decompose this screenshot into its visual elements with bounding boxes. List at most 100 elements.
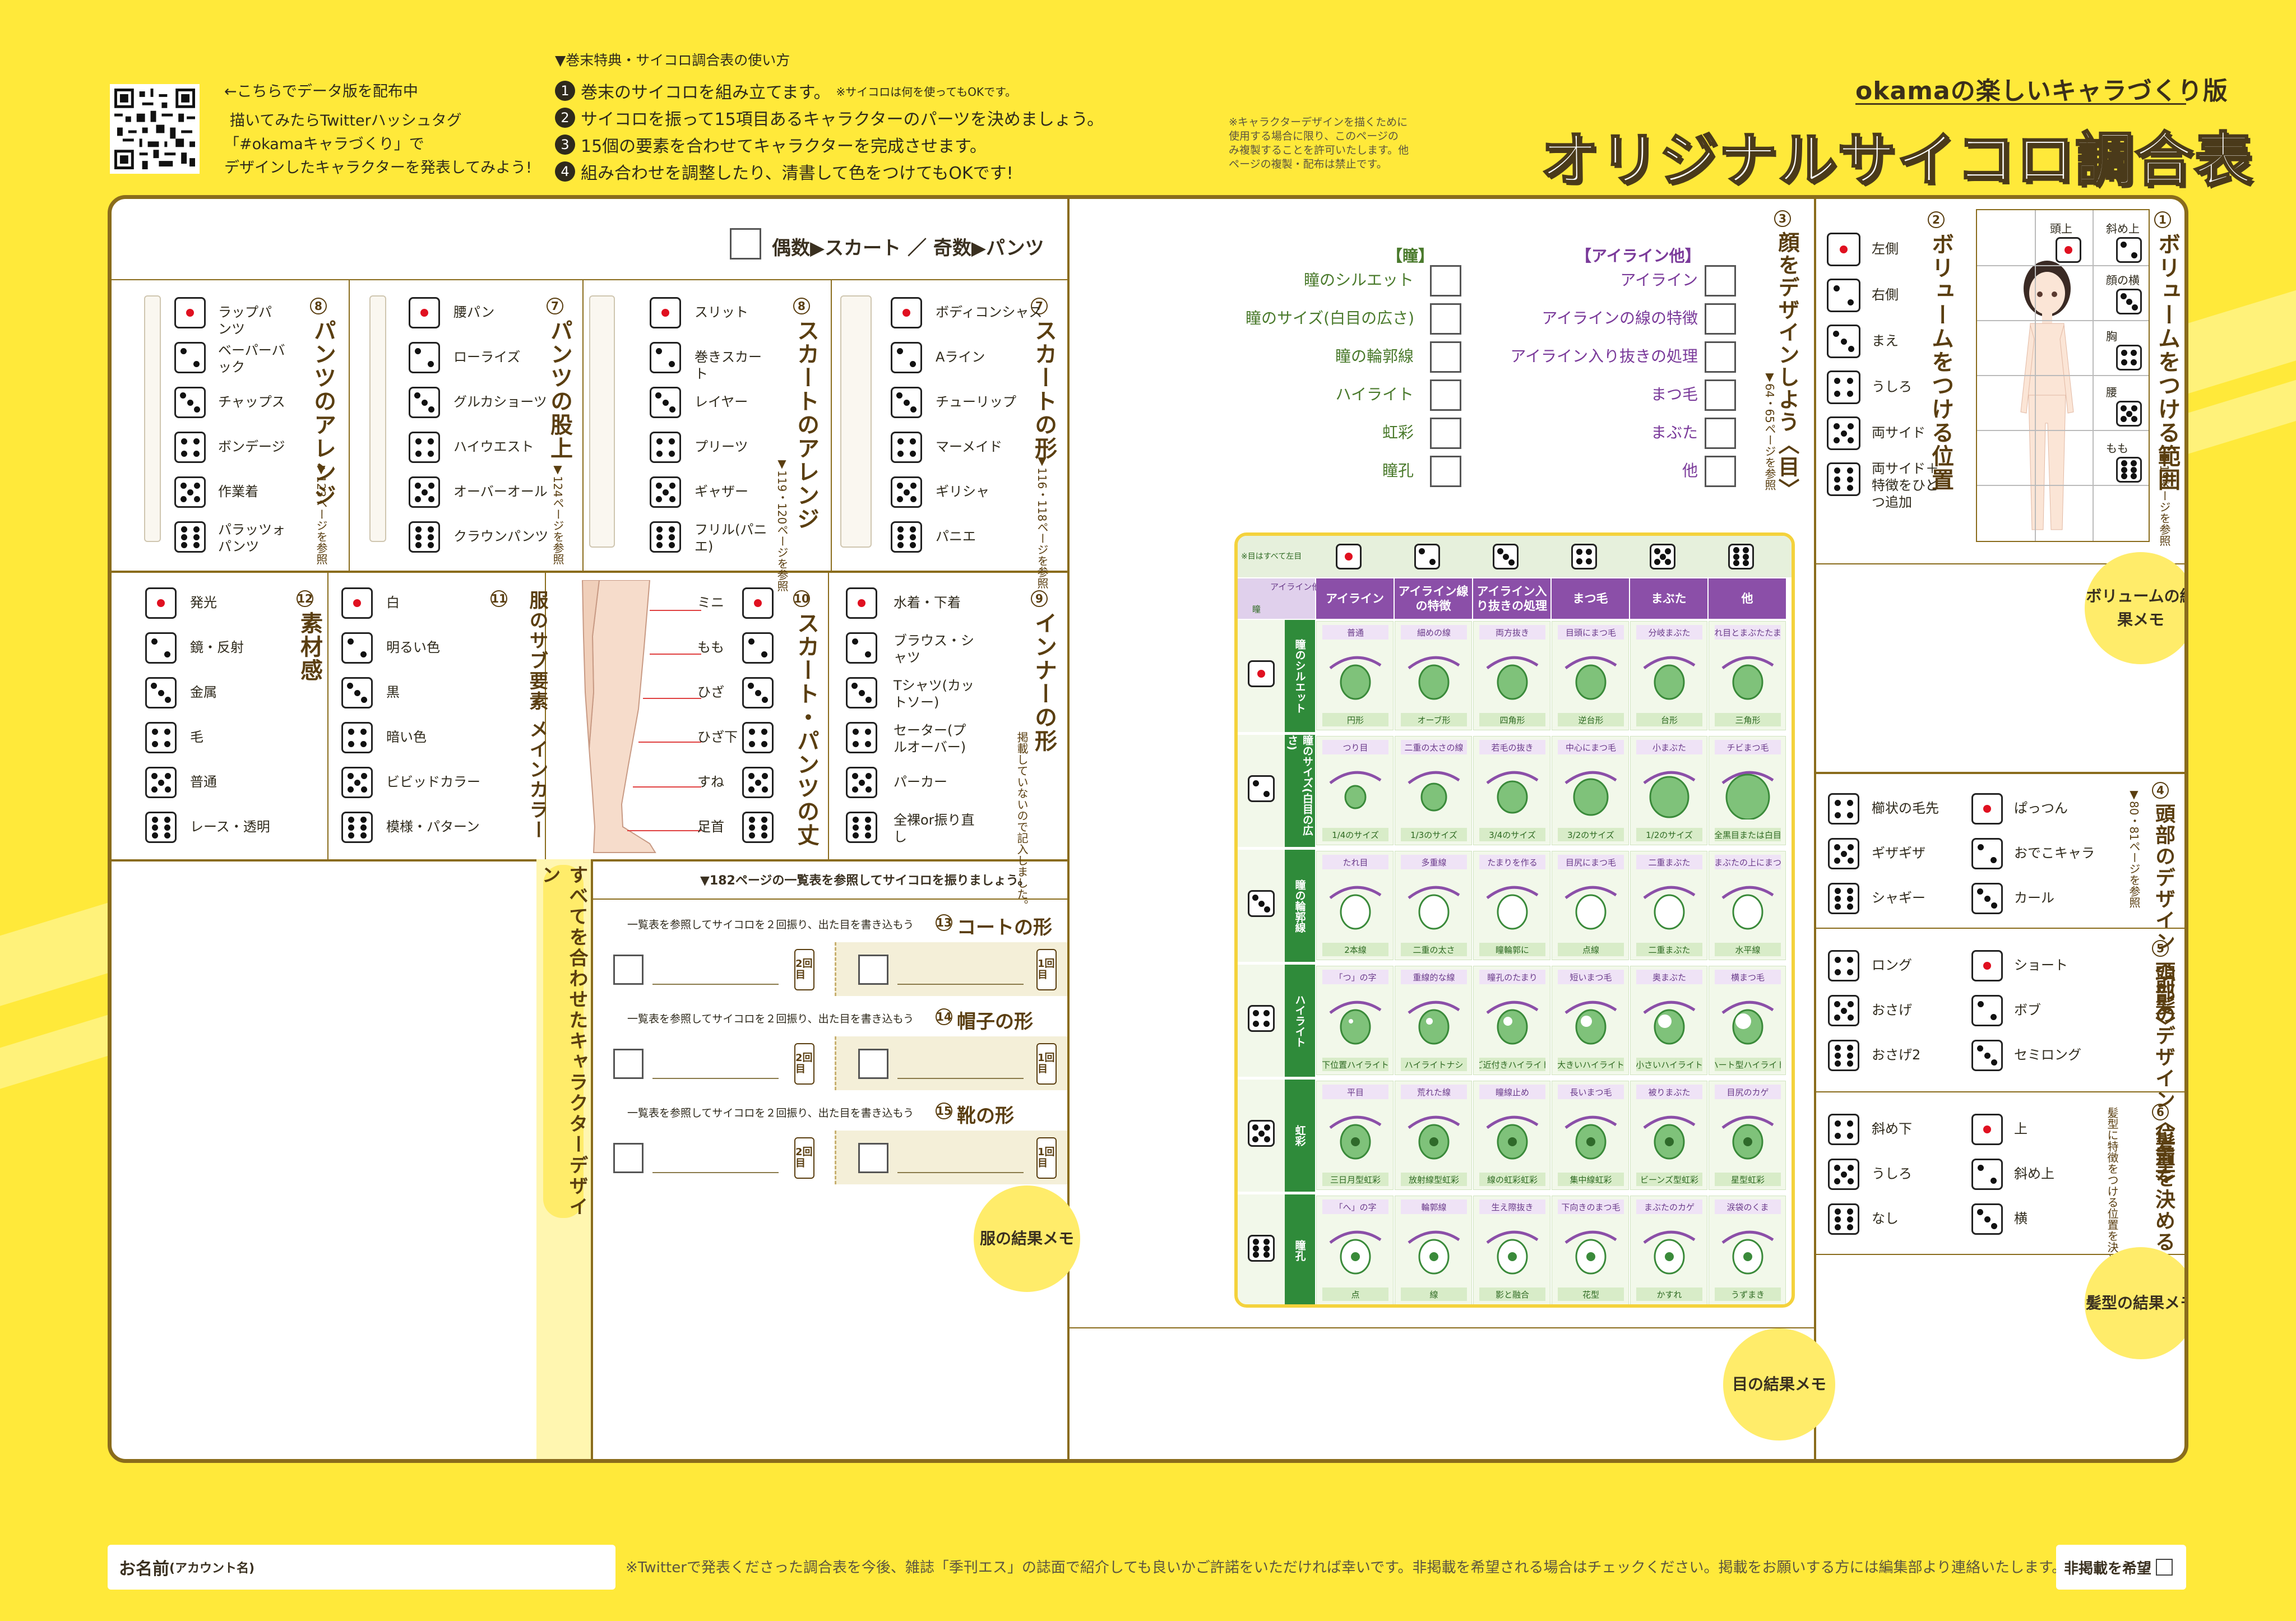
even-odd-label: 偶数▶スカート ／ 奇数▶パンツ xyxy=(772,237,1044,260)
option-label: 発光 xyxy=(190,595,217,610)
die-1-icon xyxy=(846,587,877,619)
option-label: 作業着 xyxy=(218,484,258,499)
brand-subtitle: okamaの楽しいキャラづくり版 xyxy=(1855,77,2228,105)
eye-variant-cell: 多重線二重の太さ xyxy=(1395,851,1472,960)
eye-checkbox[interactable] xyxy=(1705,456,1736,487)
roll-2-badge: 2回目 xyxy=(794,1043,814,1085)
eye-sample-icon xyxy=(1564,1115,1617,1160)
eye-checkbox[interactable] xyxy=(1430,379,1461,411)
roll-checkbox[interactable] xyxy=(613,955,644,985)
die-3-icon xyxy=(1971,1203,2003,1235)
pupil-variant: ご近付きハイライト xyxy=(1479,1058,1545,1071)
eye-checkbox[interactable] xyxy=(1705,265,1736,297)
option-label: 横 xyxy=(2014,1211,2027,1226)
die-5-icon xyxy=(341,767,373,798)
name-field[interactable]: お名前(アカウント名) xyxy=(108,1545,615,1590)
option-label: ギザギザ xyxy=(1872,845,1925,861)
row-header: ハイライト xyxy=(1285,965,1315,1077)
corner-label: アイライン他 xyxy=(1270,582,1321,592)
die-5-icon xyxy=(650,476,681,508)
length-marker xyxy=(638,742,701,743)
die-4-icon xyxy=(145,722,177,753)
die-3-icon xyxy=(1971,883,2003,914)
roll-checkbox[interactable] xyxy=(858,1049,888,1079)
roll-write-line[interactable] xyxy=(652,1078,779,1079)
pupil-variant: 影と融合 xyxy=(1479,1287,1545,1301)
die-3-icon xyxy=(1493,544,1519,569)
option-label: ハイウエスト xyxy=(453,439,534,455)
divider xyxy=(1814,772,2184,774)
eyeline-variant: 二重の太さの線 xyxy=(1401,740,1467,754)
eye-variant-cell: 瞳孔のたまりご近付きハイライト xyxy=(1473,966,1550,1075)
divider xyxy=(582,279,584,571)
option-label: 水着・下着 xyxy=(894,595,961,610)
opt-out-checkbox[interactable]: 非掲載を希望 xyxy=(2056,1545,2186,1590)
option-label: 足首 xyxy=(697,819,724,835)
section-number: 13 xyxy=(936,914,952,931)
option-label: おでこキャラ xyxy=(2014,845,2095,861)
roll-write-line[interactable] xyxy=(897,1172,1024,1173)
checkbox-square[interactable] xyxy=(2156,1559,2173,1576)
eye-checkbox[interactable] xyxy=(1430,265,1461,297)
pupil-variant: 三日月型虹彩 xyxy=(1322,1173,1388,1186)
option-label: まぶた xyxy=(1650,423,1698,442)
eye-variant-cell: 短いまつ毛大きいハイライト xyxy=(1552,966,1629,1075)
eye-variant-cell: 奥まぶた小さいハイライト xyxy=(1630,966,1707,1075)
pupil-variant: 星型虹彩 xyxy=(1715,1173,1781,1186)
section-title: パンツの股上 xyxy=(547,319,572,460)
divider xyxy=(592,899,1067,900)
even-odd-checkbox[interactable] xyxy=(730,228,761,260)
eye-checkbox[interactable] xyxy=(1705,379,1736,411)
eye-checkbox[interactable] xyxy=(1430,456,1461,487)
die-2-icon xyxy=(891,342,922,373)
die-5-icon xyxy=(2116,401,2142,427)
die-2-icon xyxy=(846,632,877,664)
section-number: 2 xyxy=(1928,211,1945,228)
option-label: 金属 xyxy=(190,684,217,700)
range-label: 斜め上 xyxy=(2106,222,2140,235)
option-label: まえ xyxy=(1872,333,1899,349)
eyeline-variant: 二重まぶた xyxy=(1636,855,1702,869)
roll-write-line[interactable] xyxy=(652,984,779,985)
pupil-variant: ハイライトナシ xyxy=(1401,1058,1467,1071)
eye-checkbox[interactable] xyxy=(1705,341,1736,373)
roll-write-line[interactable] xyxy=(897,1078,1024,1079)
option-label: 上 xyxy=(2014,1121,2027,1137)
option-label: レース・透明 xyxy=(190,819,270,835)
eye-variant-cell: チビまつ毛全黒目または白目 xyxy=(1709,736,1786,845)
roll-write-line[interactable] xyxy=(897,984,1024,985)
hairstyle-memo: 髪型の結果メモ xyxy=(2085,1247,2184,1359)
roll-checkbox[interactable] xyxy=(858,955,888,985)
die-6-icon xyxy=(341,812,373,843)
roll-write-line[interactable] xyxy=(652,1172,779,1173)
eye-checkbox[interactable] xyxy=(1430,303,1461,335)
eye-sample-icon xyxy=(1721,1115,1774,1160)
eye-checkbox[interactable] xyxy=(1705,303,1736,335)
eye-checkbox[interactable] xyxy=(1705,418,1736,449)
roll-checkbox[interactable] xyxy=(613,1049,644,1079)
eye-checkbox[interactable] xyxy=(1430,341,1461,373)
die-6-icon xyxy=(174,521,206,553)
option-label: ブラウス・シャツ xyxy=(894,633,974,665)
eye-sample-icon xyxy=(1408,886,1460,930)
eyeline-variant: 長いまつ毛 xyxy=(1558,1085,1624,1099)
range-label: もも xyxy=(2106,442,2128,455)
roll-checkbox[interactable] xyxy=(613,1143,644,1173)
die-4-icon xyxy=(891,432,922,463)
option-label: 瞳のシルエット xyxy=(1303,271,1414,289)
divider xyxy=(1814,1091,2184,1092)
option-label: 櫛状の毛先 xyxy=(1872,800,1939,816)
eye-variant-cell: 荒れた線放射線型虹彩 xyxy=(1395,1081,1472,1190)
page-ref: ▼64・65ページを参照 xyxy=(1763,370,1776,490)
combine-instruction: ▼182ページの一覧表を参照してサイコロを振りましょう。 xyxy=(700,874,1030,888)
eye-checkbox[interactable] xyxy=(1430,418,1461,449)
option-label: クラウンパンツ xyxy=(453,529,549,544)
eyeline-variant: 小まぶた xyxy=(1636,740,1702,754)
corner-label: 瞳 xyxy=(1252,604,1261,614)
option-label: ハイライト xyxy=(1335,385,1414,404)
qr-code[interactable] xyxy=(110,84,200,174)
roll-checkbox[interactable] xyxy=(858,1143,888,1173)
eye-sample-icon xyxy=(1408,1001,1460,1045)
eyeline-variant: 平目 xyxy=(1322,1085,1388,1099)
grid-line xyxy=(1977,265,2149,266)
